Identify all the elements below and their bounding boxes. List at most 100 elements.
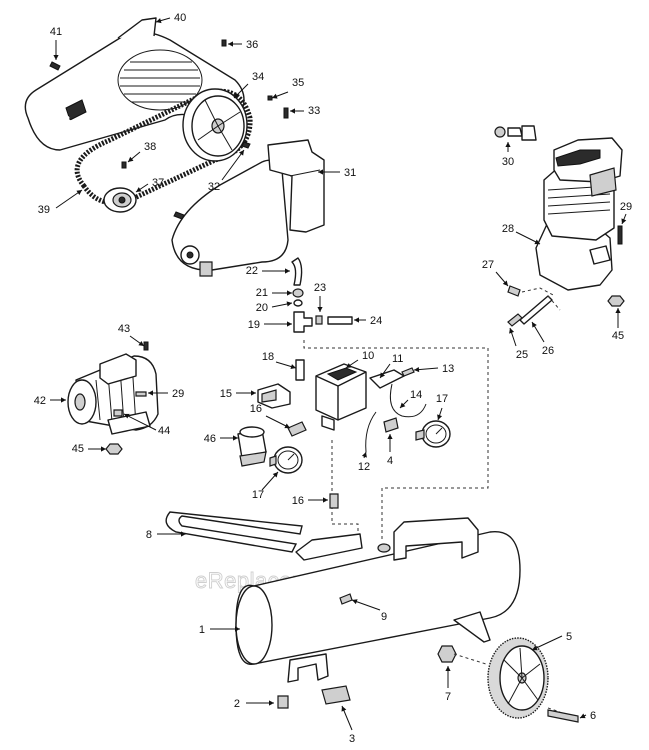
tank-fitting-lower bbox=[329, 493, 339, 509]
leader-arrow bbox=[290, 108, 295, 114]
bracket-screw bbox=[173, 211, 185, 220]
leader-arrow bbox=[505, 142, 511, 147]
callout-24: 24 bbox=[354, 315, 382, 327]
callout-5: 5 bbox=[531, 631, 572, 651]
callout-23: 23 bbox=[314, 282, 326, 312]
callout-number: 37 bbox=[152, 177, 164, 189]
axle-bolt bbox=[547, 709, 579, 723]
callout-36: 36 bbox=[228, 39, 258, 51]
callout-number: 20 bbox=[256, 302, 268, 314]
callout-number: 33 bbox=[308, 105, 320, 117]
leader-arrow bbox=[615, 308, 621, 313]
pump-screw bbox=[617, 225, 623, 245]
callout-9: 9 bbox=[351, 599, 387, 623]
callout-number: 38 bbox=[144, 141, 156, 153]
motor bbox=[67, 353, 159, 435]
leader-arrow bbox=[136, 187, 142, 192]
callout-number: 46 bbox=[204, 433, 216, 445]
leader-arrow bbox=[445, 666, 451, 671]
callout-number: 21 bbox=[256, 287, 268, 299]
callout-number: 8 bbox=[146, 529, 152, 541]
callout-number: 18 bbox=[262, 351, 274, 363]
flywheel-screw bbox=[241, 141, 251, 149]
tank-fitting-16 bbox=[287, 421, 307, 437]
callout-number: 17 bbox=[252, 489, 264, 501]
bracket-bolt bbox=[283, 107, 289, 119]
leader-arrow bbox=[285, 268, 290, 274]
leader-arrow bbox=[272, 93, 278, 99]
leader-arrow bbox=[234, 92, 240, 98]
callout-30: 30 bbox=[502, 142, 514, 168]
key-36 bbox=[221, 39, 227, 47]
check-valve bbox=[257, 383, 291, 409]
callout-number: 19 bbox=[248, 319, 260, 331]
leader-arrow bbox=[532, 322, 537, 328]
rubber-foot bbox=[321, 685, 351, 705]
callout-3: 3 bbox=[341, 705, 355, 745]
callout-1: 1 bbox=[199, 624, 240, 636]
flywheel bbox=[182, 88, 248, 162]
callout-44: 44 bbox=[123, 413, 170, 437]
leader-arrow bbox=[251, 390, 256, 396]
drive-belt bbox=[74, 88, 253, 206]
callout-number: 39 bbox=[38, 204, 50, 216]
leader-arrow bbox=[380, 372, 386, 378]
callout-41: 41 bbox=[50, 26, 62, 60]
callout-number: 16 bbox=[250, 403, 262, 415]
fitting-set bbox=[494, 125, 537, 141]
leader-arrow bbox=[341, 706, 347, 712]
setscrew-38 bbox=[121, 161, 127, 169]
leader-arrow bbox=[287, 290, 292, 296]
leader-arrow bbox=[317, 307, 323, 312]
callout-29b: 29 bbox=[148, 388, 184, 400]
callout-18: 18 bbox=[262, 351, 297, 370]
callout-number: 28 bbox=[502, 223, 514, 235]
leader-arrow bbox=[361, 452, 367, 458]
unloader-tube bbox=[295, 359, 305, 381]
callout-12: 12 bbox=[358, 451, 370, 473]
callout-26: 26 bbox=[531, 321, 554, 357]
leader-line bbox=[55, 189, 83, 209]
pump-nut bbox=[607, 295, 625, 307]
leader-arrow bbox=[148, 390, 153, 396]
motor-pulley bbox=[103, 187, 137, 213]
release-tube-24 bbox=[327, 316, 353, 325]
callout-number: 6 bbox=[590, 710, 596, 722]
callout-number: 25 bbox=[516, 349, 528, 361]
pressure-switch bbox=[315, 363, 367, 431]
pump-stud bbox=[507, 285, 521, 297]
motor-nut-45 bbox=[105, 443, 123, 455]
leader-arrow bbox=[346, 363, 352, 368]
callout-number: 32 bbox=[208, 181, 220, 193]
drain-valve bbox=[277, 695, 289, 709]
callout-number: 29 bbox=[172, 388, 184, 400]
air-path-lines bbox=[303, 340, 489, 540]
callout-number: 7 bbox=[445, 691, 451, 703]
callout-10: 10 bbox=[345, 350, 374, 369]
callout-22: 22 bbox=[246, 265, 290, 277]
callout-4: 4 bbox=[387, 434, 393, 467]
callout-number: 27 bbox=[482, 259, 494, 271]
callout-number: 40 bbox=[174, 12, 186, 24]
callout-number: 12 bbox=[358, 461, 370, 473]
leader-arrow bbox=[286, 301, 292, 307]
callout-number: 34 bbox=[252, 71, 264, 83]
callout-45a: 45 bbox=[72, 443, 106, 455]
callout-number: 1 bbox=[199, 624, 205, 636]
belt-guard-back bbox=[171, 139, 325, 277]
leader-arrow bbox=[352, 599, 358, 605]
callout-number: 42 bbox=[34, 395, 46, 407]
callout-number: 36 bbox=[246, 39, 258, 51]
callout-42: 42 bbox=[34, 395, 66, 407]
callout-40: 40 bbox=[155, 12, 186, 24]
leader-arrow bbox=[156, 18, 162, 24]
callout-16b: 16 bbox=[292, 495, 328, 507]
leader-arrow bbox=[101, 446, 106, 452]
leader-arrow bbox=[53, 55, 59, 60]
leader-arrow bbox=[532, 645, 538, 651]
callout-20: 20 bbox=[256, 301, 293, 314]
callout-46: 46 bbox=[204, 433, 238, 445]
leader-arrow bbox=[287, 321, 292, 327]
leader-arrow bbox=[509, 328, 515, 334]
